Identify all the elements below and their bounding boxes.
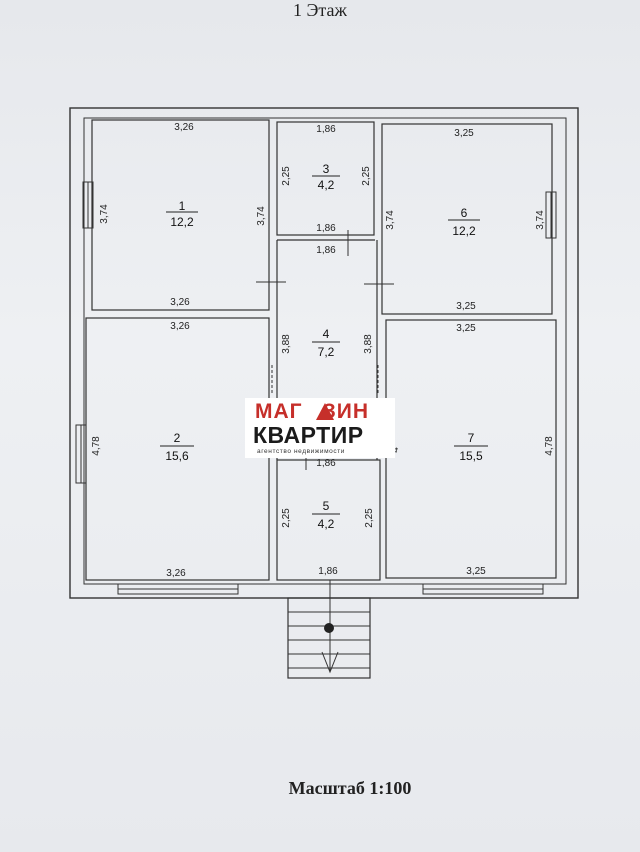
room-1-area: 12,2	[170, 215, 194, 229]
dimension-label: 3,74	[535, 210, 546, 230]
dimension-label: 3,74	[99, 204, 110, 224]
outer-wall-inner	[83, 117, 567, 585]
dimension-label: 3,88	[363, 334, 374, 354]
room-4-area: 7,2	[318, 345, 335, 359]
room-3-area: 4,2	[318, 178, 335, 192]
dimension-label: 3,74	[385, 210, 396, 230]
dimension-label: 1,86	[316, 223, 336, 234]
dimension-label: 4,78	[544, 436, 555, 456]
room-6-outline	[381, 123, 553, 315]
floor-title: 1 Этаж	[293, 0, 347, 20]
entrance-dot	[324, 623, 334, 633]
dimension-label: 2,25	[361, 166, 372, 186]
entrance-arrow-head	[321, 651, 339, 674]
dimension-label: 3,26	[174, 122, 194, 133]
dimension-label: 2,25	[281, 166, 292, 186]
dimension-label: 3,25	[466, 566, 486, 577]
dimension-label: 1,86	[316, 458, 336, 469]
room-6-number: 6	[461, 206, 468, 220]
room-1-outline	[91, 119, 270, 311]
room-5-area: 4,2	[318, 517, 335, 531]
dimension-label: 1,86	[318, 566, 338, 577]
dimension-label: 3,25	[456, 301, 476, 312]
dimension-label: 3,25	[454, 128, 474, 139]
dimension-label: 2,25	[364, 508, 375, 528]
dimension-label: 3,26	[166, 568, 186, 579]
room-5-number: 5	[323, 499, 330, 513]
dimension-label: 4	[390, 447, 401, 453]
dimension-label: 1,86	[316, 124, 336, 135]
watermark-triangle-icon	[316, 403, 334, 420]
dimension-label: 3,26	[170, 321, 190, 332]
dimension-label: 3,25	[456, 323, 476, 334]
dimension-label: 3,74	[256, 206, 267, 226]
room-3-outline	[276, 121, 375, 236]
watermark-line3: агентство недвижимости	[257, 448, 346, 455]
room-6-area: 12,2	[452, 224, 476, 238]
room-7-area: 15,5	[459, 449, 483, 463]
porch-stairs	[287, 597, 371, 679]
dimension-label: 3,26	[170, 297, 190, 308]
dimension-label: 4,78	[91, 436, 102, 456]
room-5-outline	[276, 459, 381, 581]
watermark-line2: КВАРТИР	[253, 422, 364, 448]
dimension-label: 3,88	[281, 334, 292, 354]
room-2-area: 15,6	[165, 449, 189, 463]
room-1-number: 1	[179, 199, 186, 213]
scale-label: Масштаб 1:100	[288, 778, 412, 798]
dimension-label: 1,86	[316, 245, 336, 256]
dimension-label: 2,25	[281, 508, 292, 528]
room-2-number: 2	[174, 431, 181, 445]
room-4-number: 4	[323, 327, 330, 341]
room-3-number: 3	[323, 162, 330, 176]
room-7-number: 7	[468, 431, 475, 445]
